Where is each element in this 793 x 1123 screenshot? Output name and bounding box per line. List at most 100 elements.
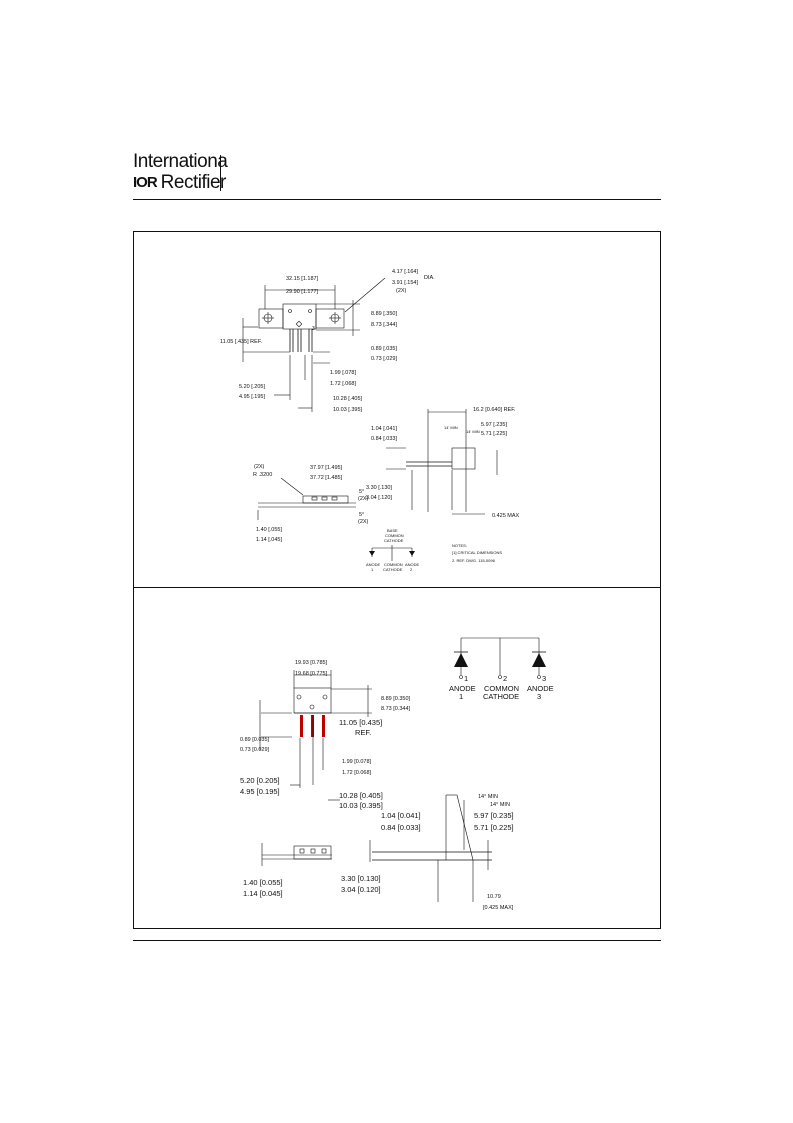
schematic-label: 1 (371, 567, 374, 572)
schematic-label: ANODE (366, 562, 381, 567)
logo-text-international: Internationa (133, 151, 228, 172)
logo-row: IOR Rectifier (133, 172, 227, 193)
notes-title: NOTES: (452, 543, 467, 548)
lead-3 (322, 715, 325, 737)
dim-label: 11.05 [0.435] (339, 718, 382, 727)
schematic-label: CATHODE (383, 567, 403, 572)
dim-label: 5° (359, 489, 364, 495)
dim-label: 1.72 [.068] (330, 381, 356, 387)
frame-divider (133, 587, 661, 588)
dim-label: R .3200 (253, 472, 272, 478)
dim-label: 1.99 [0.078] (342, 759, 372, 765)
dim-label: 8.73 [.344] (371, 322, 397, 328)
dim-label: 1.14 [0.045] (243, 889, 283, 898)
dim-label: 14° MIN (478, 794, 498, 800)
dim-label: 8.89 [0.350] (381, 696, 411, 702)
dim-label: [0.425 MAX] (483, 905, 514, 911)
dim-label: 0.73 [.029] (371, 356, 397, 362)
bottom-dim-lines (259, 670, 372, 801)
schematic-label: ANODE (405, 562, 420, 567)
dim-label: 10.28 [0.405] (339, 791, 383, 800)
schematic-label: COMMON (384, 562, 403, 567)
dim-label: 32.15 [1.187] (286, 276, 319, 282)
dim-label: REF. (355, 728, 371, 737)
logo-divider (220, 155, 221, 191)
dim-label: 1.40 [0.055] (243, 878, 283, 887)
dim-label: 8.89 [.350] (371, 311, 397, 317)
notes-item: 2. REF. DWG. 115-0096 (452, 558, 496, 563)
dim-label: 10.03 [0.395] (339, 801, 383, 810)
dim-label: 0.425 MAX (492, 513, 520, 519)
dim-label: 4.95 [0.195] (240, 787, 280, 796)
dim-label: 1.04 [.041] (371, 426, 397, 432)
dim-label: 0.84 [.033] (371, 436, 397, 442)
dim-label: 19.93 [0.785] (295, 660, 328, 666)
header-rule (133, 199, 661, 200)
dim-label: (2X) (396, 288, 407, 294)
schematic-label: 1 (464, 674, 468, 683)
top-schematic (369, 545, 415, 561)
schematic-label: CATHODE (384, 538, 404, 543)
dim-label: 0.89 [.035] (371, 346, 397, 352)
logo-text-rectifier: Rectifier (160, 172, 227, 193)
dim-label: 14' MIN (466, 429, 480, 434)
schematic-label: 1 (459, 692, 463, 701)
drawing-frame (133, 231, 661, 929)
dim-label: 11.05 [.435] REF. (220, 339, 263, 345)
dim-label: 3.30 [0.130] (341, 874, 381, 883)
dim-label: 0.84 [0.033] (381, 823, 421, 832)
dim-label: 1.40 [.055] (256, 527, 282, 533)
dim-label: 1.04 [0.041] (381, 811, 421, 820)
dim-label: 8.73 [0.344] (381, 706, 411, 712)
dim-label: 1.99 [.078] (330, 370, 356, 376)
footer-rule (133, 940, 661, 941)
pin-number: 3 (312, 326, 315, 332)
dim-label: 1.14 [.045] (256, 537, 282, 543)
dim-label: 16.2 [0.640] REF. (473, 407, 516, 413)
schematic-label: ANODE (527, 684, 554, 693)
schematic-label: COMMON (385, 533, 404, 538)
dim-label: 5.97 [.235] (481, 422, 507, 428)
dim-label: 5° (359, 512, 364, 518)
dim-label: (2X) (254, 464, 265, 470)
dim-label: 19.68 [0.775] (295, 671, 328, 677)
dim-label: 14° MIN (490, 802, 510, 808)
dim-label: 4.17 [.164] (392, 269, 418, 275)
dim-label: DIA. (424, 275, 435, 281)
bottom-schematic (454, 637, 546, 679)
dim-label: 5.20 [.205] (239, 384, 265, 390)
dim-label: 1.72 [0.068] (342, 770, 372, 776)
schematic-label: 3 (537, 692, 541, 701)
dim-label: 3.04 [0.120] (341, 885, 381, 894)
schematic-label: COMMON (484, 684, 519, 693)
dim-label: 29.90 [1.177] (286, 289, 319, 295)
schematic-label: 2 (410, 567, 413, 572)
dim-label: 10.79 (487, 894, 501, 900)
dim-label: 5.20 [0.205] (240, 776, 280, 785)
dim-label: 4.95 [.195] (239, 394, 265, 400)
top-package-body (258, 303, 345, 352)
logo-ior-mark: IOR (133, 174, 158, 191)
dim-label: 3.91 [.154] (392, 280, 418, 286)
dim-label: 37.72 [1.485] (310, 475, 343, 481)
dim-label: 5.71 [0.225] (474, 823, 514, 832)
dim-label: 14' MIN (444, 425, 458, 430)
dim-label: 5.97 [0.235] (474, 811, 514, 820)
dim-label: 5.71 [.225] (481, 431, 507, 437)
schematic-label: 3 (542, 674, 546, 683)
bottom-front-view (261, 843, 332, 866)
dim-label: 3.04 [.120] (366, 495, 392, 501)
dim-label: 10.28 [.405] (333, 396, 363, 402)
schematic-label: ANODE (449, 684, 476, 693)
dim-label: (2X) (358, 496, 369, 502)
company-logo: Internationa IOR Rectifier (133, 151, 228, 193)
bottom-package-body (293, 687, 332, 737)
dim-label: 0.89 [0.035] (240, 737, 270, 743)
schematic-label: BASE (387, 528, 398, 533)
dim-label: 37.97 [1.495] (310, 465, 343, 471)
lead-1 (300, 715, 303, 737)
top-side-view (386, 409, 498, 515)
schematic-label: CATHODE (483, 692, 519, 701)
